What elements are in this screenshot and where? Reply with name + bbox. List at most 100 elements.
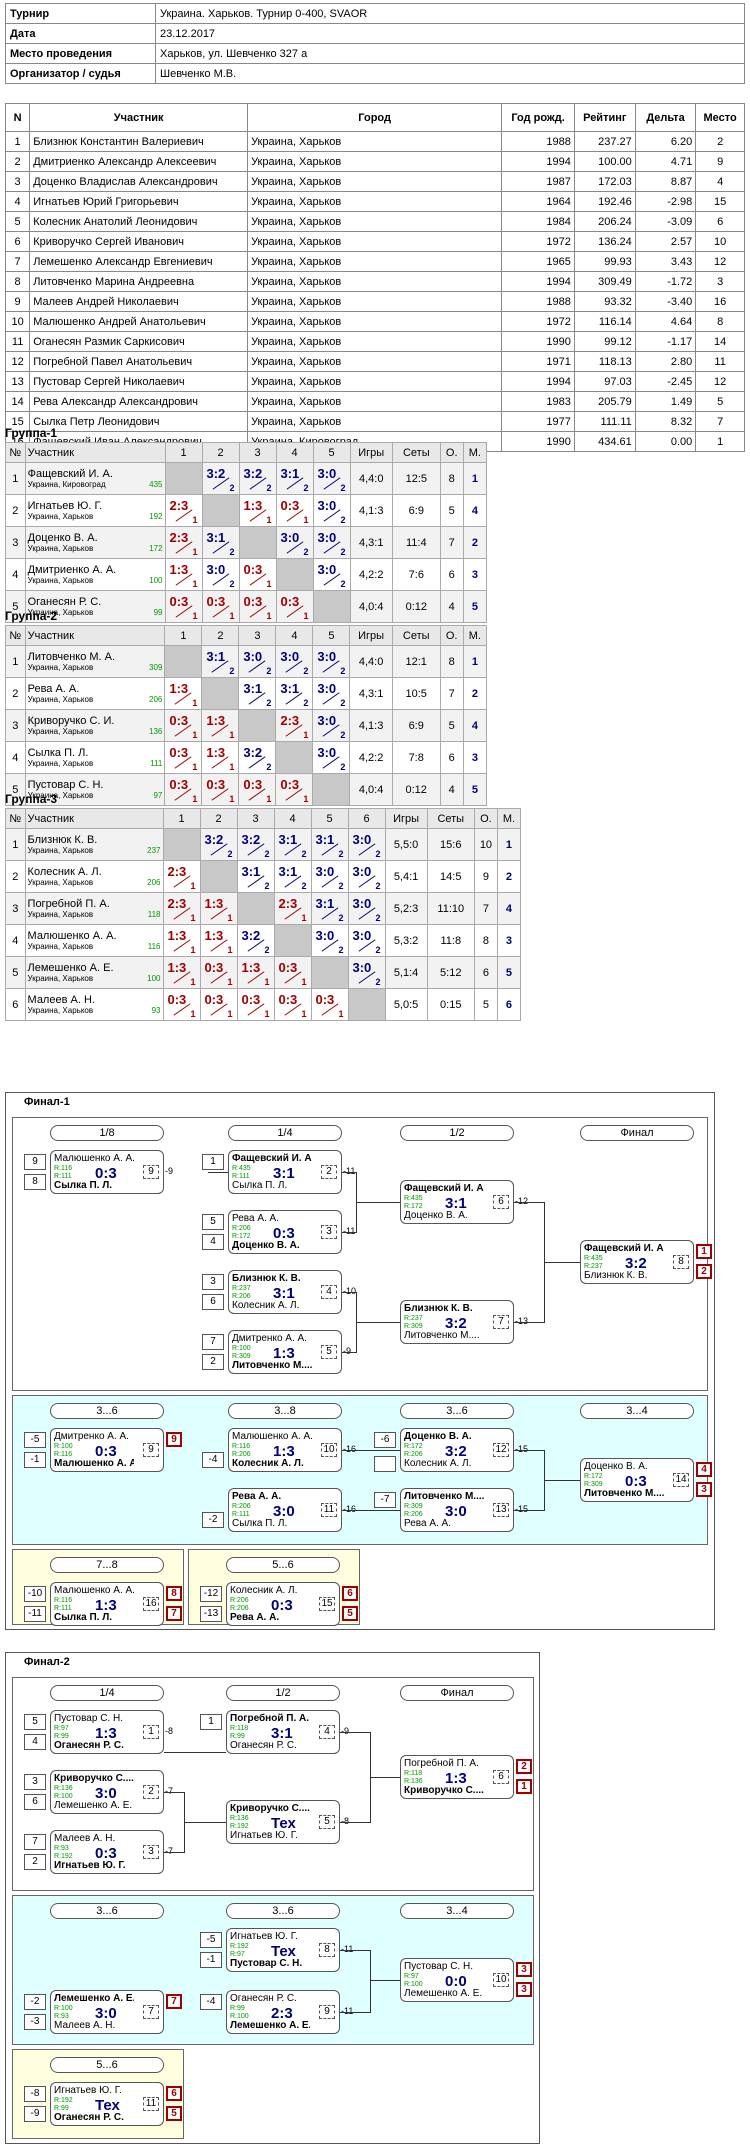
table-cell: Колесник Анатолий Леонидович <box>29 211 249 232</box>
player-bottom: Криворучко С.... <box>404 1785 484 1796</box>
result-points: 1 <box>266 793 272 804</box>
table-cell: 6 <box>695 211 745 232</box>
score: 3:0 <box>317 465 337 481</box>
match-number: 7 <box>493 1315 509 1329</box>
match-score: 3:1 <box>271 1725 293 1742</box>
score: 3:0 <box>280 648 300 664</box>
row-number: 1 <box>5 645 26 678</box>
player-bottom: Лемешенко А. Е. <box>230 2020 310 2031</box>
city: Украина, Харьков <box>27 608 94 617</box>
score: 3:0 <box>315 863 335 879</box>
rating-top: R:192 <box>54 2097 73 2104</box>
sets-cell: 10:5 <box>391 677 441 710</box>
score: 0:3 <box>243 776 263 792</box>
round-header: 3...6 <box>400 1403 514 1419</box>
seed-box: 2 <box>24 1854 46 1870</box>
rating: 309 <box>149 663 163 672</box>
result-cell <box>164 462 203 495</box>
table-cell: Криворучко Сергей Иванович <box>29 231 249 252</box>
place-cell: 4 <box>462 494 488 527</box>
points-cell: 8 <box>439 645 464 678</box>
result-points: 2 <box>303 482 309 493</box>
games-cell: 5,4:1 <box>384 860 428 893</box>
table-cell: Украина, Харьков <box>247 191 503 212</box>
place-cell: 6 <box>496 988 522 1021</box>
score: 3:0 <box>317 561 337 577</box>
rating-top: R:93 <box>54 1845 69 1852</box>
column-header: Сеты <box>391 625 441 646</box>
score: 2:3 <box>169 497 189 513</box>
final-place: 8 <box>166 1586 182 1601</box>
table-cell: Малюшенко Андрей Анатольевич <box>29 311 249 332</box>
score: 0:3 <box>204 959 224 975</box>
result-cell <box>162 828 201 861</box>
score: 2:3 <box>167 895 187 911</box>
result-points: 1 <box>264 976 270 987</box>
result-points: 2 <box>340 761 346 772</box>
games-cell: 5,0:5 <box>384 988 428 1021</box>
match-score: 3:1 <box>273 1285 295 1302</box>
player-bottom: Оганесян Р. С. <box>230 1740 297 1751</box>
participant-name: Малюшенко А. А. <box>27 930 117 942</box>
score: 3:1 <box>241 863 261 879</box>
seed-box: 2 <box>202 1354 224 1370</box>
sets-cell: 12:1 <box>391 645 441 678</box>
table-cell: 93.32 <box>573 291 636 312</box>
result-points: 2 <box>338 880 344 891</box>
round-header: 5...6 <box>50 2057 164 2073</box>
games-cell: 4,3:1 <box>349 526 393 559</box>
info-label: Дата <box>5 23 156 44</box>
match-number: 11 <box>143 2097 159 2111</box>
match-number: 10 <box>493 1973 509 1987</box>
column-header: Участник <box>24 808 164 829</box>
score: 0:3 <box>169 776 189 792</box>
column-header: 1 <box>162 808 201 829</box>
table-cell: Литовченко Марина Андреевна <box>29 271 249 292</box>
table-cell: 8 <box>4 271 31 292</box>
row-number: 5 <box>5 773 26 806</box>
